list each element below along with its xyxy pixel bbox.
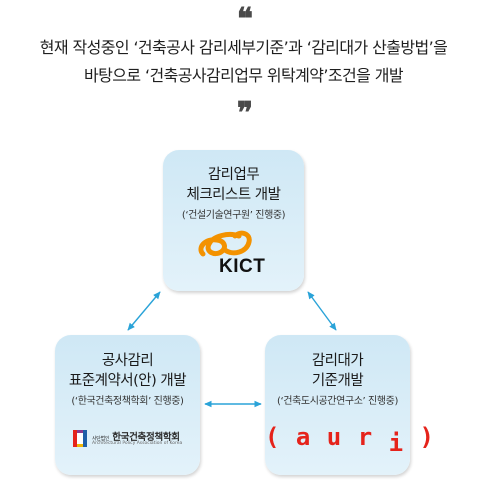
aurak-logo-small: 사단법인 — [92, 436, 110, 442]
intro-line-2: 바탕으로 ‘건축공사감리업무 위탁계약’조건을 개발 — [84, 66, 404, 85]
intro-line-1: 현재 작성중인 ‘건축공사 감리세부기준’과 ‘감리대가 산출방법’을 — [39, 38, 448, 57]
node-fee-standard: 감리대가 기준개발 (‘건축도시공간연구소’ 진행중) ( a u r i ) — [265, 335, 434, 475]
auri-logo-text-b: ) — [404, 423, 435, 451]
aurak-logo-name: 사단법인 한국건축정책학회 — [92, 429, 180, 443]
node-standard-contract-title-line-2: 표준계약서(안) 개발 — [68, 373, 187, 389]
kict-swirl-icon — [198, 230, 252, 257]
node-checklist-title-line-2: 체크리스트 개발 — [186, 187, 282, 203]
aurak-logo: 사단법인 한국건축정책학회 Architectural Policy Assoc… — [73, 429, 185, 449]
node-standard-contract-title: 공사감리 표준계약서(안) 개발 — [55, 335, 200, 391]
node-fee-standard-subtitle: (‘건축도시공간연구소’ 진행중) — [277, 396, 398, 407]
aurak-logo-name-text: 한국건축정책학회 — [112, 432, 180, 443]
node-standard-contract-title-line-1: 공사감리 — [101, 353, 154, 369]
close-quote-mark: ❞ — [236, 96, 253, 131]
auri-logo-text-a: ( a u r — [265, 423, 389, 451]
arrow-top-left — [127, 291, 161, 331]
node-fee-standard-title: 감리대가 기준개발 — [265, 335, 410, 391]
node-checklist-title: 감리업무 체크리스트 개발 — [163, 150, 304, 205]
node-checklist-title-line-1: 감리업무 — [207, 167, 260, 183]
kict-logo: KICT — [195, 228, 275, 277]
kict-logo-text: KICT — [219, 256, 266, 277]
node-checklist-subtitle: (‘건설기술연구원’ 진행중) — [181, 210, 286, 221]
auri-logo-text-i: i — [388, 429, 405, 457]
node-standard-contract: 공사감리 표준계약서(안) 개발 (‘한국건축정책학회’ 진행중) 사단법인 한… — [55, 335, 200, 475]
node-checklist: 감리업무 체크리스트 개발 (‘건설기술연구원’ 진행중) KICT — [163, 150, 304, 291]
auri-logo: ( a u r i ) — [265, 423, 434, 457]
node-standard-contract-subtitle: (‘한국건축정책학회’ 진행중) — [71, 396, 184, 407]
arrow-top-right — [307, 291, 337, 331]
open-quote-mark: ❝ — [236, 2, 253, 37]
aurak-logo-english: Architectural Policy Association of Kore… — [92, 441, 183, 446]
intro-text: 현재 작성중인 ‘건축공사 감리세부기준’과 ‘감리대가 산출방법’을 바탕으로… — [0, 34, 487, 90]
node-fee-standard-title-line-2: 기준개발 — [311, 373, 364, 389]
node-fee-standard-title-line-1: 감리대가 — [311, 353, 364, 369]
aurak-mark-icon — [73, 430, 87, 447]
